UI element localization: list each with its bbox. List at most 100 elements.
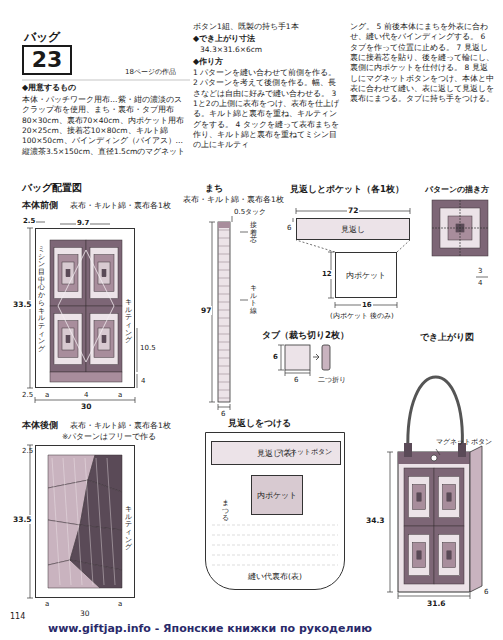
dimension-label: 33.5 <box>12 515 33 524</box>
log-cabin-center <box>447 493 451 501</box>
quilting-line <box>218 262 230 263</box>
dimension-tick <box>278 370 284 371</box>
note-label: マグネットボタン <box>436 438 492 447</box>
note-label: マグネットボタン <box>276 448 332 457</box>
log-cabin-strip <box>413 543 426 568</box>
log-cabin-strip <box>438 534 459 575</box>
log-cabin-strip <box>432 200 488 256</box>
quilting-line <box>52 458 60 585</box>
quilting-line <box>212 535 338 536</box>
pattern-piece: 内ポケット <box>335 252 397 298</box>
instructions-text: ング。 5 前後本体にまちを外表に合わせ、縫い代をバインディングする。 6 タブ… <box>350 22 495 105</box>
quilting-line <box>74 458 82 585</box>
quilting-line <box>218 366 230 367</box>
log-cabin-strip <box>404 526 434 584</box>
number-box: バッグ23 <box>22 45 72 75</box>
note-label: 0.5タック <box>234 208 266 217</box>
dimension-label: 9.7 <box>76 219 90 228</box>
piece-label: 縫い代裏布(表) <box>206 572 344 581</box>
dimension-label: 6 <box>484 588 488 597</box>
quilting-line <box>218 302 230 303</box>
piece-name: タブ（裁ち切り2枚） <box>262 330 349 341</box>
piece-label: 内ポケット <box>257 491 297 500</box>
quilting-line <box>218 310 230 311</box>
header-rule <box>22 80 190 81</box>
dimension-label: 10.5 <box>140 344 156 353</box>
section-heading: 見返しをつける <box>228 418 291 429</box>
log-cabin-strip <box>54 313 82 364</box>
dimension-tick <box>27 228 33 229</box>
fold-line <box>397 240 410 252</box>
quilting-line <box>96 458 104 585</box>
quilting-line <box>58 250 114 362</box>
dimension-label: 6 <box>294 376 298 385</box>
piece-name: まち <box>205 183 223 194</box>
dimension-label: 4 <box>141 377 145 386</box>
fold-line <box>296 240 335 252</box>
piece-name: 見返しとポケット（各1枚） <box>290 184 404 195</box>
log-cabin-strip <box>62 328 74 350</box>
quilting-line <box>218 334 230 335</box>
dimension-tick <box>387 592 393 593</box>
dimension-line <box>285 373 310 374</box>
dimension-label: 16 <box>361 301 373 310</box>
pattern-piece: キルティング <box>35 445 135 598</box>
quilting-line <box>218 350 230 351</box>
dimension-tick <box>278 345 284 346</box>
quilting-line <box>218 246 230 247</box>
dimension-label: 31.6 <box>426 599 447 608</box>
piece-label: 内ポケット <box>346 271 386 280</box>
log-cabin-strip <box>50 240 86 306</box>
quilting-line <box>218 318 230 319</box>
tab <box>404 443 412 457</box>
note-label: ミシン目中心からキルティング <box>38 246 45 354</box>
quilting-line <box>218 230 230 231</box>
note-label: 二つ折り <box>318 376 346 385</box>
log-cabin-strip <box>417 551 421 559</box>
quilting-line <box>85 458 93 585</box>
bag-gusset <box>470 446 482 592</box>
dimension-tick <box>328 298 334 299</box>
note-label: ※パターンはフリーで作る <box>62 432 156 441</box>
dimension-tick <box>135 397 136 403</box>
log-cabin-strip <box>50 306 86 372</box>
log-cabin-strip <box>447 493 451 501</box>
dimension-tick <box>470 593 471 599</box>
dimension-tick <box>27 445 33 446</box>
note-label: ◆用意するもの <box>22 83 76 93</box>
magnet-button <box>431 455 437 461</box>
dimension-line <box>281 345 282 370</box>
quilting-line <box>218 358 230 359</box>
leader-line <box>293 218 294 222</box>
piece-label: キルティング <box>125 299 132 345</box>
quilting-line <box>218 270 230 271</box>
log-cabin-strip <box>417 493 421 501</box>
log-cabin-strip <box>86 240 122 306</box>
log-cabin-center <box>417 493 421 501</box>
log-cabin-strip <box>102 335 106 342</box>
dimension-label: a <box>118 391 122 400</box>
quilting-line <box>218 278 230 279</box>
log-cabin-strip <box>434 468 464 526</box>
dimension-label: 34.3 <box>365 516 386 525</box>
dimension-line <box>35 400 135 401</box>
folded-tab <box>322 345 330 370</box>
dimension-label: 30 <box>80 609 90 618</box>
piece-name: 本体前側 <box>22 200 58 211</box>
dimension-line <box>35 222 45 223</box>
note-label: キルト線 <box>250 285 257 316</box>
dimension-label: 6 <box>272 353 279 362</box>
dimension-tick <box>218 404 219 410</box>
dimension-tick <box>27 388 33 389</box>
note-label: 表布・キルト綿・裏布各1枚 <box>70 421 171 430</box>
piece-label: 見返し <box>341 225 365 234</box>
fraction-bar <box>476 277 488 278</box>
leader-line <box>232 216 233 222</box>
log-cabin-center <box>66 269 70 276</box>
quilting-line <box>212 545 338 546</box>
bottom-strip <box>50 372 122 382</box>
quilting-line <box>218 294 230 295</box>
pattern-piece: 見返し <box>296 218 410 240</box>
log-cabin-strip <box>98 262 110 284</box>
